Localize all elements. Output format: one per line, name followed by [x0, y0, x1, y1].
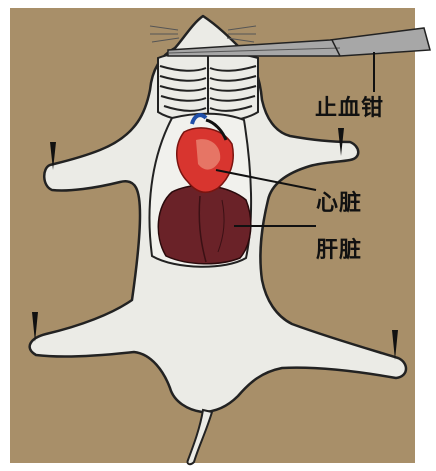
label-hemostat: 止血钳 — [315, 90, 384, 122]
label-heart: 心脏 — [316, 185, 362, 217]
liver — [158, 186, 251, 264]
rib-cage — [158, 52, 258, 123]
label-liver: 肝脏 — [316, 232, 362, 264]
